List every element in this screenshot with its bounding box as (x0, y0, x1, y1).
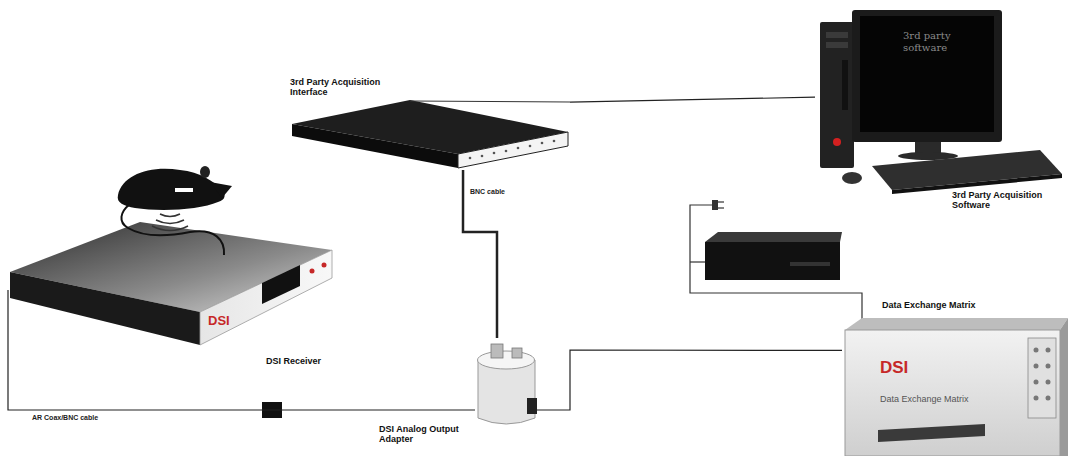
data-exchange-matrix: Data Exchange MatrixDSIData Exchange Mat… (842, 298, 1070, 456)
power-supply-unit (690, 200, 862, 320)
acquisition-interface-box (292, 100, 570, 168)
device-label: 3rd Party Acquisition Interface (290, 77, 400, 98)
acquisition-computer: 3rd party software 3rd Party Acquisition … (815, 8, 1065, 214)
cable-connector (537, 350, 842, 410)
brand-logo: DSI (880, 358, 930, 378)
rat-illustration (118, 166, 232, 255)
device-label: Data Exchange Matrix (882, 300, 1032, 310)
cable-label: AR Coax/BNC cable (30, 414, 100, 422)
brand-logo: DSI (208, 314, 248, 329)
acquisition-interface: 3rd Party Acquisition Interface (290, 100, 570, 170)
device-label: 3rd Party Acquisition Software (952, 190, 1060, 211)
cable-connector (570, 97, 815, 102)
data-exchange-matrix-unit (845, 318, 1068, 456)
cable-connector (8, 290, 475, 410)
computer-workstation (820, 10, 1062, 194)
cable-label: BNC cable (468, 188, 507, 196)
receiver-unit (10, 222, 332, 345)
panel-text: Data Exchange Matrix (880, 394, 1020, 404)
device-label: DSI Analog Output Adapter (379, 424, 473, 445)
analog-output-adapter: DSI Analog Output Adapter (475, 338, 537, 428)
receiver: DSI DSI Receiver (8, 222, 335, 372)
device-label: DSI Receiver (266, 356, 332, 366)
screen-text: 3rd party software (903, 30, 993, 53)
analog-output-adapter (478, 344, 538, 424)
